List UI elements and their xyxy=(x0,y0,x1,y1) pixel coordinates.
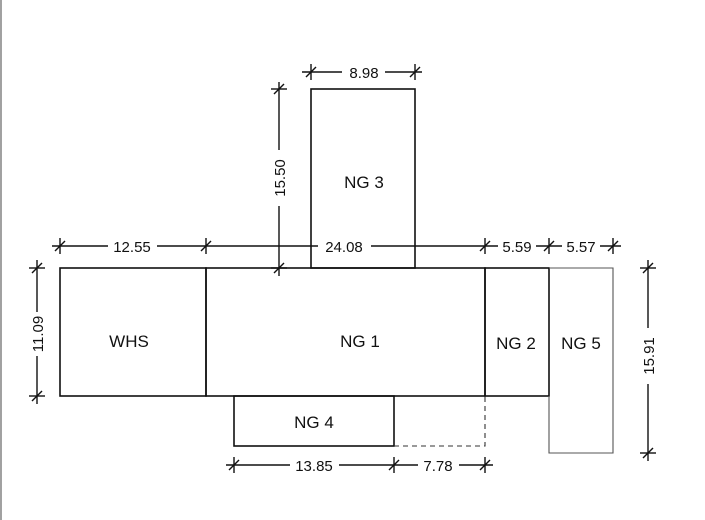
svg-text:13.85: 13.85 xyxy=(295,458,333,475)
label-ng3: NG 3 xyxy=(344,173,384,192)
dim-bottom-row: 13.85 7.78 xyxy=(226,457,493,475)
svg-text:5.57: 5.57 xyxy=(566,239,595,256)
label-ng4: NG 4 xyxy=(294,413,334,432)
room-ng4 xyxy=(233,395,395,447)
label-whs: WHS xyxy=(109,332,149,351)
dim-vertical-ng3: 15.50 xyxy=(271,82,289,276)
svg-text:8.98: 8.98 xyxy=(349,65,378,82)
room-ng5 xyxy=(548,267,614,454)
svg-text:7.78: 7.78 xyxy=(423,458,452,475)
svg-text:15.50: 15.50 xyxy=(272,159,289,197)
dim-width-row: 12.55 24.08 5.59 5.57 xyxy=(52,238,621,256)
dim-right-height: 15.91 xyxy=(640,260,658,461)
room-ng3 xyxy=(310,88,416,269)
svg-text:15.91: 15.91 xyxy=(641,337,658,375)
svg-text:5.59: 5.59 xyxy=(502,239,531,256)
room-ng2 xyxy=(484,267,550,397)
label-ng2: NG 2 xyxy=(496,334,536,353)
label-ng5: NG 5 xyxy=(561,334,601,353)
svg-text:11.09: 11.09 xyxy=(30,316,47,352)
dim-top-ng3: 8.98 xyxy=(302,64,422,82)
svg-text:24.08: 24.08 xyxy=(325,239,363,256)
label-ng1: NG 1 xyxy=(340,332,380,351)
dim-left-height: 11.09 xyxy=(29,260,47,404)
dashed-extension xyxy=(394,396,486,447)
svg-text:12.55: 12.55 xyxy=(113,239,151,256)
